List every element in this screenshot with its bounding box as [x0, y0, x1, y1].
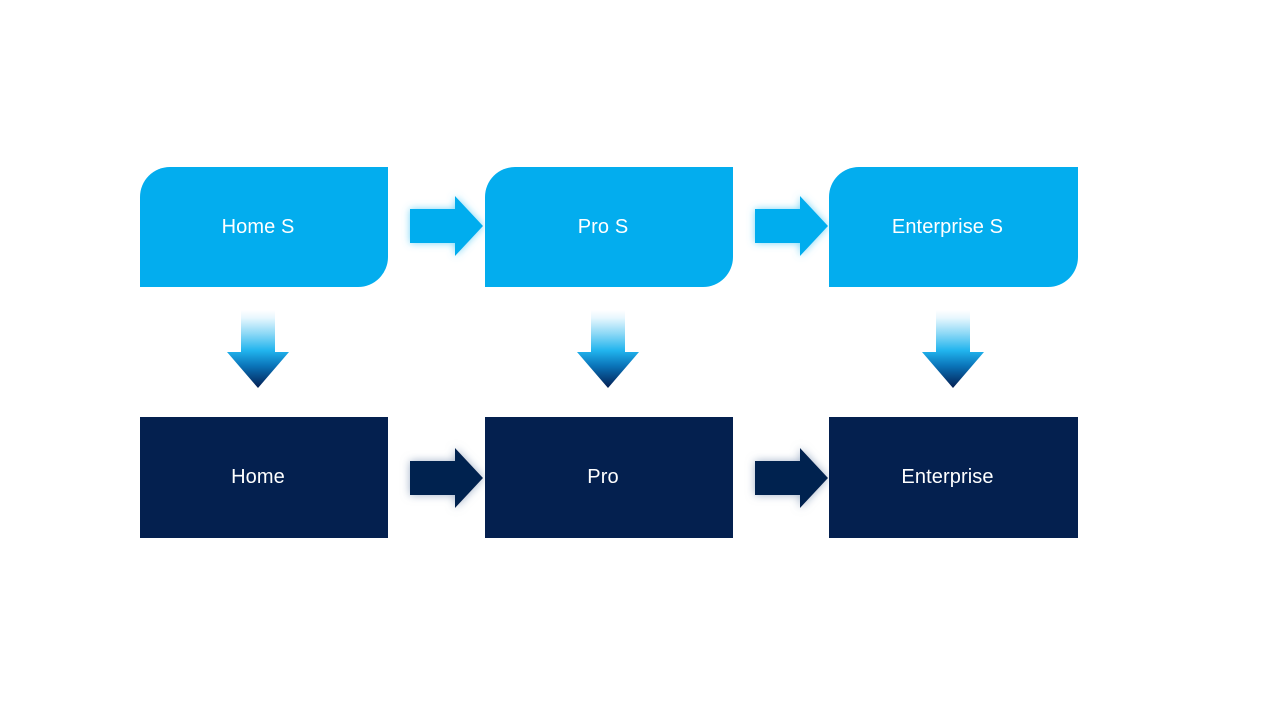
product-node-pro-label: Pro	[587, 466, 619, 488]
product-node-home[interactable]: Home	[140, 417, 388, 538]
product-node-home-label: Home	[231, 466, 285, 488]
service-arrow-home-to-pro[interactable]	[408, 194, 486, 258]
product-arrow-pro-to-enterprise[interactable]	[753, 446, 831, 510]
product-node-enterprise[interactable]: Enterprise	[829, 417, 1078, 538]
service-node-home[interactable]: Home S	[140, 167, 388, 287]
down-arrow-enterprise[interactable]	[920, 308, 986, 390]
service-node-pro[interactable]: Pro S	[485, 167, 733, 287]
service-node-home-label: Home S	[221, 215, 295, 238]
service-arrow-pro-to-enterprise[interactable]	[753, 194, 831, 258]
product-arrow-home-to-pro[interactable]	[408, 446, 486, 510]
product-node-enterprise-label: Enterprise	[901, 466, 994, 488]
product-node-pro[interactable]: Pro	[485, 417, 733, 538]
service-node-pro-label: Pro S	[577, 215, 629, 238]
down-arrow-home[interactable]	[225, 308, 291, 390]
service-node-enterprise[interactable]: Enterprise S	[829, 167, 1078, 287]
service-node-enterprise-label: Enterprise S	[891, 215, 1004, 238]
down-arrow-pro[interactable]	[575, 308, 641, 390]
